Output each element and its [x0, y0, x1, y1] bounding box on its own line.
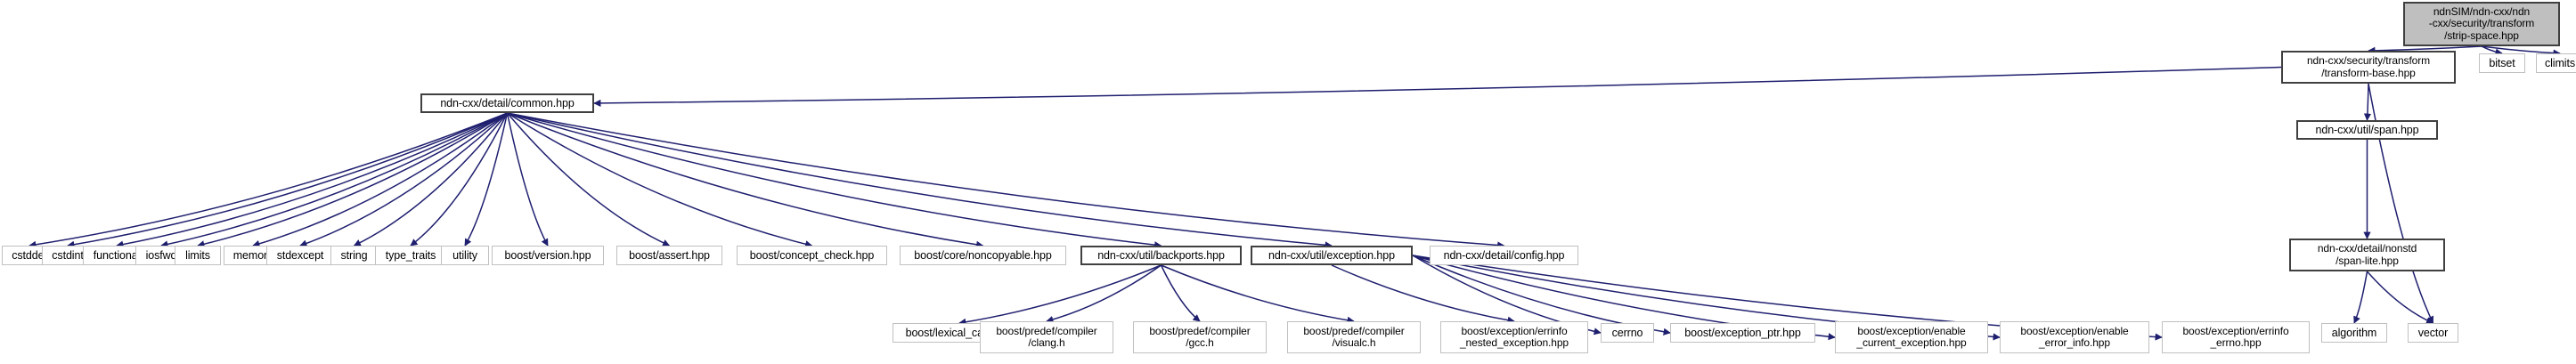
- edge-exception-to-errinfo-nested: [1331, 264, 1515, 324]
- graph-node-limits[interactable]: limits: [175, 246, 221, 265]
- edge-common-to-boost-version: [506, 112, 549, 247]
- edge-common-to-boost-noncopyable: [507, 112, 984, 248]
- edge-common-to-iosfwd: [160, 112, 508, 248]
- graph-node-transform-base[interactable]: ndn-cxx/security/transform /transform-ba…: [2281, 51, 2456, 84]
- edge-common-to-boost-assert: [506, 112, 671, 247]
- graph-node-vector[interactable]: vector: [2408, 323, 2458, 343]
- edge-common-to-stdexcept: [299, 112, 509, 247]
- edge-common-to-functional: [116, 112, 508, 248]
- graph-node-iosfwd[interactable]: iosfwd: [135, 246, 187, 265]
- graph-node-climits[interactable]: climits: [2536, 53, 2576, 73]
- graph-node-predef-clang[interactable]: boost/predef/compiler /clang.h: [980, 321, 1113, 353]
- graph-node-predef-visualc[interactable]: boost/predef/compiler /visualc.h: [1287, 321, 1421, 353]
- edge-common-to-boost-concept-check: [507, 112, 813, 248]
- graph-node-algorithm[interactable]: algorithm: [2321, 323, 2387, 343]
- graph-node-boost-assert[interactable]: boost/assert.hpp: [616, 246, 722, 265]
- graph-node-utility[interactable]: utility: [441, 246, 489, 265]
- graph-node-errinfo-errno[interactable]: boost/exception/errinfo _errno.hpp: [2162, 321, 2310, 353]
- graph-node-span-lite[interactable]: ndn-cxx/detail/nonstd /span-lite.hpp: [2289, 239, 2445, 271]
- edge-transform-base-to-common: [593, 66, 2282, 108]
- graph-node-enable-error-info[interactable]: boost/exception/enable _error_info.hpp: [2000, 321, 2149, 353]
- edge-backports-to-predef-clang: [1046, 264, 1162, 324]
- graph-node-exception[interactable]: ndn-cxx/util/exception.hpp: [1251, 246, 1413, 265]
- graph-node-string[interactable]: string: [330, 246, 378, 265]
- edge-common-to-exception: [507, 112, 1333, 249]
- edge-transform-base-to-span: [2363, 83, 2372, 121]
- edge-common-to-cstddef: [29, 112, 508, 248]
- edge-backports-to-predef-gcc: [1160, 264, 1201, 322]
- edge-common-to-type_traits: [410, 112, 509, 247]
- graph-node-span[interactable]: ndn-cxx/util/span.hpp: [2296, 120, 2438, 140]
- graph-node-enable-current[interactable]: boost/exception/enable _current_exceptio…: [1835, 321, 1988, 353]
- edge-backports-to-lexical-cast: [958, 264, 1162, 326]
- graph-node-boost-version[interactable]: boost/version.hpp: [492, 246, 604, 265]
- edge-span-lite-to-algorithm: [2353, 271, 2368, 324]
- edge-common-to-memory: [252, 112, 508, 247]
- edge-strip-space-to-bitset: [2481, 45, 2503, 56]
- graph-node-cerrno[interactable]: cerrno: [1601, 323, 1654, 343]
- edge-span-lite-to-vector: [2366, 271, 2434, 324]
- edge-common-to-limits: [197, 112, 508, 248]
- graph-node-errinfo-nested[interactable]: boost/exception/errinfo _nested_exceptio…: [1440, 321, 1588, 353]
- graph-node-config[interactable]: ndn-cxx/detail/config.hpp: [1430, 246, 1578, 265]
- edge-common-to-config: [507, 112, 1505, 249]
- graph-node-bitset[interactable]: bitset: [2479, 53, 2525, 73]
- graph-node-type_traits[interactable]: type_traits: [375, 246, 446, 265]
- graph-node-predef-gcc[interactable]: boost/predef/compiler /gcc.h: [1133, 321, 1267, 353]
- graph-node-boost-concept-check[interactable]: boost/concept_check.hpp: [737, 246, 887, 265]
- edge-common-to-utility: [464, 112, 509, 247]
- edge-backports-to-predef-visualc: [1161, 264, 1355, 324]
- graph-node-stdexcept[interactable]: stdexcept: [266, 246, 334, 265]
- graph-node-functional[interactable]: functional: [83, 246, 151, 265]
- edge-common-to-cstdint: [67, 112, 508, 248]
- graph-node-boost-noncopyable[interactable]: boost/core/noncopyable.hpp: [900, 246, 1066, 265]
- edge-common-to-backports: [507, 112, 1162, 249]
- graph-node-common[interactable]: ndn-cxx/detail/common.hpp: [420, 93, 594, 113]
- graph-node-exception-ptr[interactable]: boost/exception_ptr.hpp: [1670, 323, 1815, 343]
- edge-strip-space-to-climits: [2481, 45, 2561, 57]
- graph-node-backports[interactable]: ndn-cxx/util/backports.hpp: [1080, 246, 1242, 265]
- graph-node-strip-space[interactable]: ndnSIM/ndn-cxx/ndn -cxx/security/transfo…: [2403, 2, 2560, 46]
- edge-common-to-string: [353, 112, 509, 247]
